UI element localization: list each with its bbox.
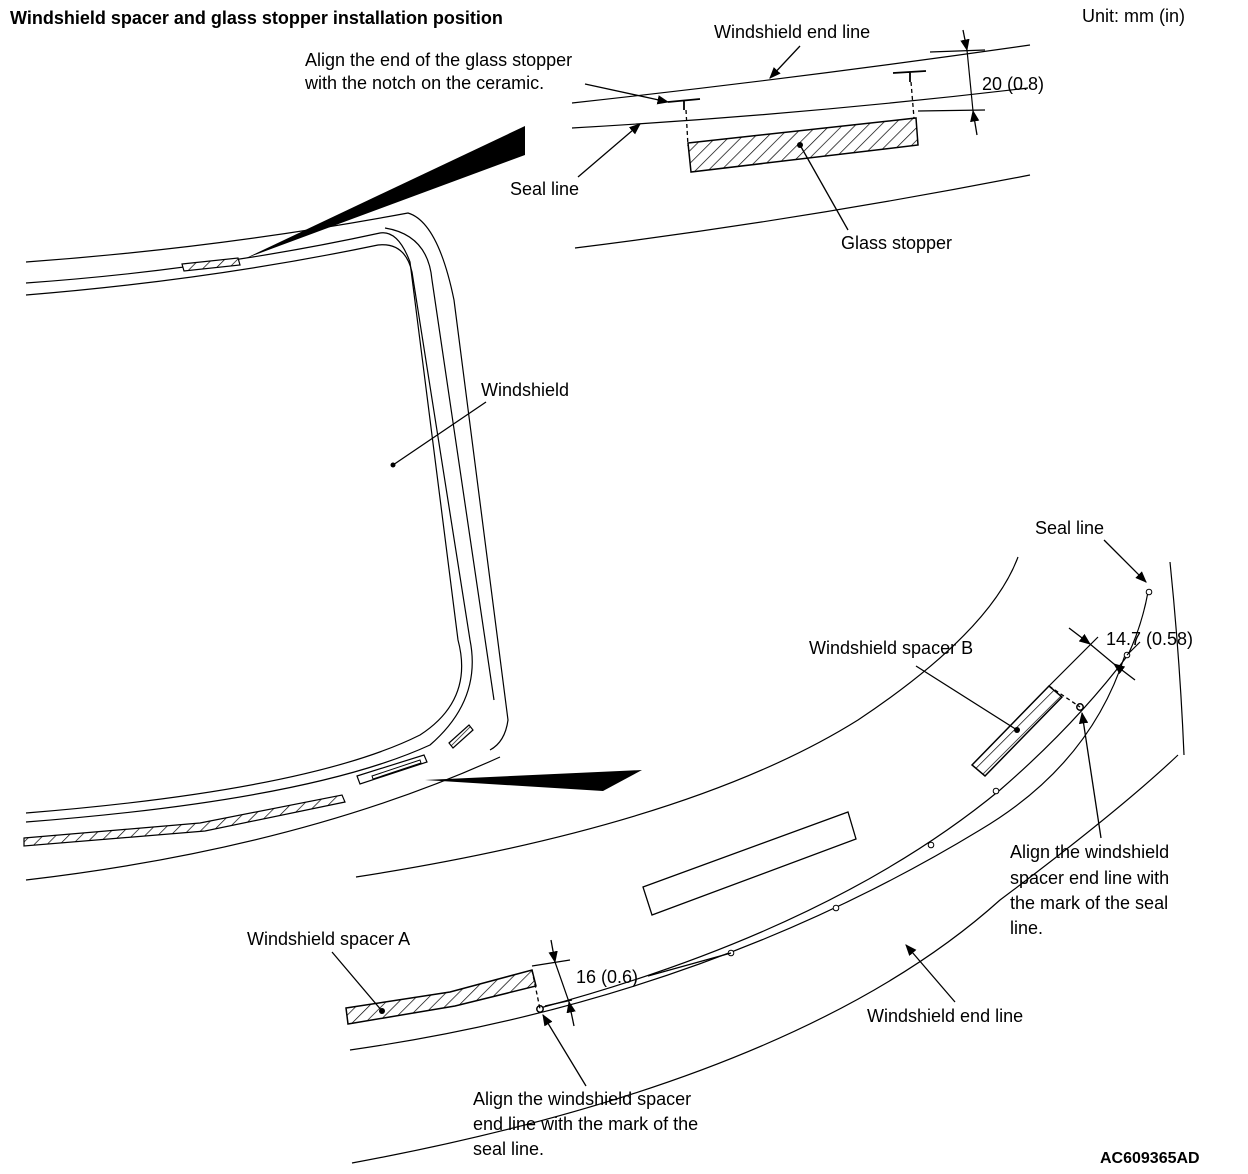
roof-outer-line [25,212,509,751]
windshield-overview: Windshield [23,212,569,881]
label-glass-stopper: Glass stopper [841,233,952,253]
label-windshield-end-line-bottom: Windshield end line [867,1006,1023,1026]
right-vertical-line [1169,561,1185,756]
spacer-b-mark [448,724,474,749]
leader-dot-spacer-b [1014,727,1020,733]
callout-wedge-top [244,126,525,259]
dimension-spacer-b: 14.7 (0.58) [1106,629,1193,649]
seal-mark-7 [1145,588,1153,596]
label-spacer-a-note-1: Align the windshield spacer [473,1089,691,1109]
label-spacer-b-note-3: the mark of the seal [1010,893,1168,913]
dim-arrow-b-2 [1113,663,1136,681]
leader-glass-stopper-note [584,83,670,105]
dim-arrow-upper [960,29,970,52]
stopper-guide-right [910,81,915,119]
leader-dot-glass-stopper [797,142,803,148]
leader-windshield-end-line-bottom [905,944,956,1003]
label-glass-stopper-note-1: Align the end of the glass stopper [305,50,572,70]
label-spacer-a: Windshield spacer A [247,929,410,949]
label-windshield-end-line-top: Windshield end line [714,22,870,42]
seal-line-bottom-curve [539,591,1149,1009]
label-seal-line-top: Seal line [510,179,579,199]
leader-windshield-end-line-top [769,45,801,79]
windshield-outer-edge [25,244,473,823]
dim-a-to-curve [647,952,732,977]
leader-windshield [392,401,487,466]
leader-dot-windshield [390,462,396,468]
spacer-b-ext-1 [1048,636,1099,687]
notch-mark-right [892,70,927,82]
dim-arrow-lower [970,109,980,136]
leader-seal-line-right [1103,539,1147,583]
windshield-inner-edge [25,232,463,814]
seal-line-top [571,87,1029,129]
dim-arrow-a-1 [548,939,558,964]
label-spacer-a-note-2: end line with the mark of the [473,1114,698,1134]
windshield-end-line-top [571,44,1031,104]
dim-line-20 [966,49,974,112]
leader-spacer-b-note [1078,711,1102,839]
spacer-b-ext-2 [1126,641,1141,656]
notch-mark-left [667,98,701,110]
seal-mark-4 [992,787,1000,795]
label-spacer-a-note-3: seal line. [473,1139,544,1159]
dim-extension-lower [917,109,986,112]
dimension-20: 20 (0.8) [982,74,1044,94]
stopper-guide-left [685,109,689,147]
label-spacer-b-note-1: Align the windshield [1010,842,1169,862]
body-outer-curve [355,556,1019,878]
glass-stopper-detail: 20 (0.8) Windshield end line Align the e… [304,22,1044,253]
label-windshield: Windshield [481,380,569,400]
leader-spacer-a [331,951,383,1012]
label-spacer-b: Windshield spacer B [809,638,973,658]
windshield-spacer-a [345,969,537,1025]
windshield-outer-curve-bottom [351,754,1179,1164]
body-line-top [574,174,1031,249]
spacer-a-mark [23,794,346,847]
label-seal-line-right: Seal line [1035,518,1104,538]
leader-glass-stopper [799,144,849,231]
dim-line-b [1089,643,1115,665]
seal-mark-3 [927,841,935,849]
leader-seal-line-top [577,123,641,178]
unit-label: Unit: mm (in) [1082,6,1185,26]
spacer-b-guide [1048,685,1081,708]
dim-extension-upper [929,49,986,53]
figure-code: AC609365AD [1100,1150,1200,1167]
leader-dot-spacer-a [379,1008,385,1014]
cowl-rectangle [642,811,857,916]
cowl-rect-inner [371,759,422,780]
windshield-end-line-bottom-curve [349,654,1126,1051]
dim-line-a [554,961,570,1003]
seal-mark-2 [832,904,840,912]
label-glass-stopper-note-2: with the notch on the ceramic. [304,73,544,93]
spacer-a-ext-1 [531,959,571,967]
leader-spacer-b [915,665,1018,731]
dim-arrow-a-2 [566,1000,576,1027]
spacer-detail: 14.7 (0.58) 16 (0.6) Seal line Windshiel… [247,518,1193,1164]
windshield-ceramic-line [384,227,495,701]
diagram-title: Windshield spacer and glass stopper inst… [10,8,503,28]
dimension-spacer-a: 16 (0.6) [576,967,638,987]
callout-wedge-bottom [425,770,642,791]
label-spacer-b-note-2: spacer end line with [1010,868,1169,888]
glass-stopper-mark [181,257,241,272]
dim-arrow-b-1 [1068,627,1091,645]
leader-spacer-a-note [542,1013,587,1087]
label-spacer-b-note-4: line. [1010,918,1043,938]
